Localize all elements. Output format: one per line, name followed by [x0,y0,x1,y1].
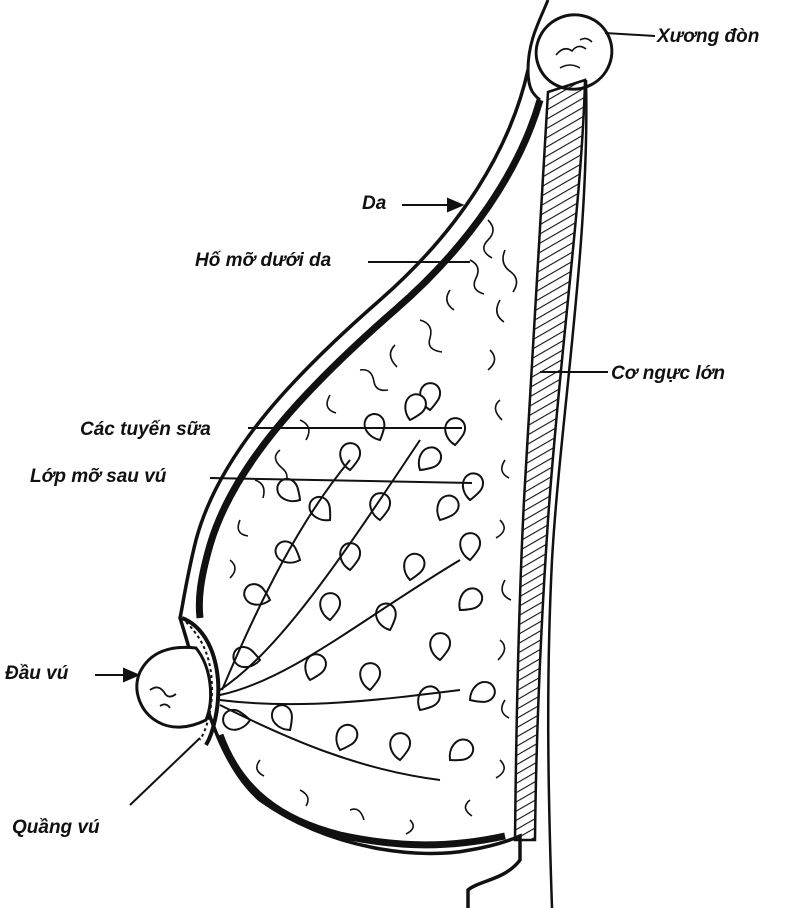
skin-layer [199,100,540,618]
subcutaneous-fat-texture [230,220,517,834]
label-areola: Quầng vú [12,818,100,837]
label-nipple: Đầu vú [5,664,68,683]
label-clavicle: Xương đòn [657,27,759,46]
label-retromammary-fat: Lớp mỡ sau vú [30,467,166,486]
nipple-shape [137,647,211,727]
label-mammary-glands: Các tuyến sữa [80,420,211,439]
pectoralis-major-muscle [515,80,585,840]
label-skin: Da [362,194,386,213]
label-subcutaneous-fat: Hố mỡ dưới da [195,251,331,270]
label-pectoralis-major: Cơ ngực lớn [611,364,725,383]
